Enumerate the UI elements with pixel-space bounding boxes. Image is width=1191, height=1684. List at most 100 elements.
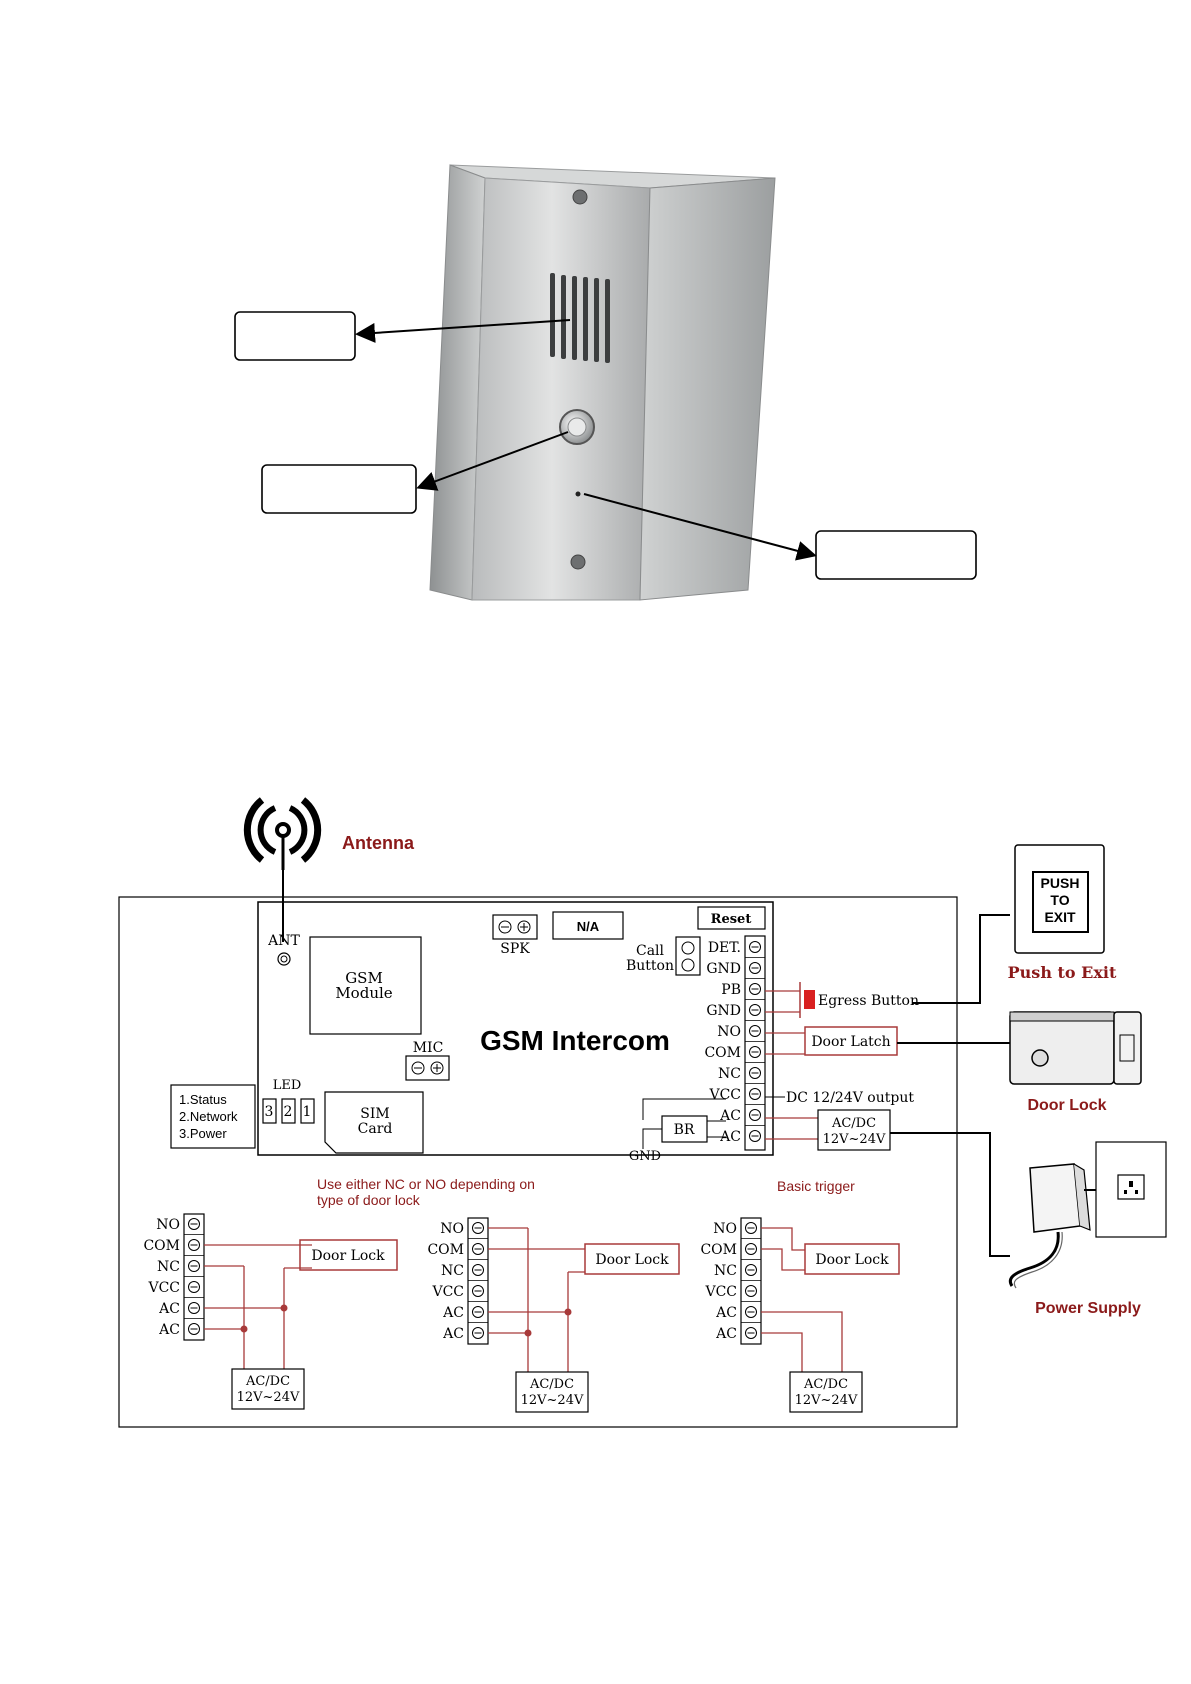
ant-label: ANT	[267, 933, 300, 949]
terminal-label: AC	[442, 1326, 464, 1342]
door-lock-caption: Door Lock	[1027, 1097, 1106, 1114]
led-1	[300, 1098, 315, 1124]
terminal-label: AC	[715, 1305, 737, 1321]
terminal-screw-icon	[472, 1243, 484, 1255]
svg-text:3.Power: 3.Power	[179, 1126, 227, 1141]
svg-text:12V~24V: 12V~24V	[795, 1393, 858, 1408]
bottom-screw	[570, 554, 586, 570]
terminal-screw-icon	[749, 1130, 761, 1142]
svg-text:Card: Card	[358, 1121, 393, 1137]
svg-text:TO: TO	[1050, 892, 1069, 908]
sim-card-slot	[324, 1091, 424, 1154]
board-title: GSM Intercom	[480, 1025, 670, 1056]
dc-output-label: DC 12/24V output	[786, 1090, 914, 1106]
terminal-screw-icon	[745, 1285, 757, 1297]
ant-connector-icon	[277, 952, 291, 966]
wiring-note-right: Basic trigger	[777, 1178, 855, 1194]
reset-button	[697, 906, 766, 930]
terminal-block	[467, 1217, 489, 1345]
terminal-label: VCC	[147, 1280, 180, 1296]
spk-plus-icon	[517, 920, 531, 934]
terminal-label: NO	[717, 1024, 741, 1040]
control-board: GSM Intercom ANT GSM Module SPK N/A Rese…	[257, 901, 774, 1164]
svg-text:PUSH: PUSH	[1041, 875, 1080, 891]
push-to-exit-caption: Push to Exit	[1008, 963, 1117, 982]
acdc-supply-box	[515, 1371, 589, 1413]
svg-text:Door Lock: Door Lock	[815, 1252, 889, 1268]
speaker-grille	[550, 273, 610, 363]
terminal-label: COM	[704, 1045, 741, 1061]
egress-button-icon	[804, 990, 815, 1009]
wiring-note-left-line1: Use either NC or NO depending on	[317, 1176, 535, 1192]
terminal-block	[744, 935, 766, 1151]
terminal-screw-icon	[745, 1243, 757, 1255]
terminal-label: COM	[427, 1242, 464, 1258]
call-button-connector	[675, 936, 701, 976]
svg-text:2: 2	[284, 1104, 293, 1120]
svg-text:SIM: SIM	[360, 1106, 389, 1122]
terminal-label: AC	[158, 1322, 180, 1338]
terminal-label: VCC	[704, 1284, 737, 1300]
terminal-label: NC	[441, 1263, 464, 1279]
door-lock-box	[299, 1239, 398, 1271]
terminal-label: NO	[440, 1221, 464, 1237]
led-legend: 1.Status 2.Network 3.Power	[170, 1084, 256, 1149]
wiring-note-left-line2: type of door lock	[317, 1192, 421, 1208]
na-connector	[552, 911, 624, 940]
terminal-label: COM	[700, 1242, 737, 1258]
svg-text:Door Lock: Door Lock	[311, 1248, 385, 1264]
svg-text:3: 3	[265, 1104, 274, 1120]
terminal-screw-icon	[188, 1281, 200, 1293]
door-latch-box	[804, 1026, 898, 1056]
mic-label: MIC	[413, 1040, 444, 1056]
push-to-exit-device: PUSH TO EXIT	[1014, 844, 1105, 954]
terminal-screw-icon	[749, 1046, 761, 1058]
terminal-label: DET.	[708, 940, 741, 956]
acdc-supply-box	[817, 1109, 891, 1151]
mic-connector	[405, 1055, 450, 1081]
svg-text:Call: Call	[636, 943, 665, 959]
terminal-screw-icon	[745, 1264, 757, 1276]
terminal-screw-icon	[472, 1327, 484, 1339]
svg-text:Door Lock: Door Lock	[595, 1252, 669, 1268]
terminal-screw-icon	[749, 1025, 761, 1037]
mic-hole	[575, 491, 581, 497]
terminal-screw-icon	[188, 1239, 200, 1251]
svg-text:1.Status: 1.Status	[179, 1092, 227, 1107]
device-photo	[234, 164, 977, 601]
top-screw	[572, 189, 588, 205]
svg-text:Module: Module	[335, 984, 392, 1002]
led-2	[281, 1098, 296, 1124]
terminal-label: NO	[156, 1217, 180, 1233]
terminal-block	[183, 1213, 205, 1341]
terminal-screw-icon	[749, 962, 761, 974]
svg-text:AC/DC: AC/DC	[529, 1377, 574, 1392]
terminal-screw-icon	[745, 1327, 757, 1339]
power-supply-caption: Power Supply	[1035, 1300, 1141, 1317]
terminal-screw-icon	[188, 1323, 200, 1335]
callout-box-mic	[815, 530, 977, 580]
terminal-label: NC	[157, 1259, 180, 1275]
power-supply-device	[1008, 1141, 1167, 1289]
svg-text:AC/DC: AC/DC	[245, 1374, 290, 1389]
antenna-icon	[243, 797, 322, 870]
svg-text:1: 1	[303, 1104, 312, 1120]
svg-text:2.Network: 2.Network	[179, 1109, 238, 1124]
svg-text:N/A: N/A	[577, 919, 600, 934]
diagram-frame	[118, 896, 958, 1428]
terminal-label: AC	[442, 1305, 464, 1321]
mic-plus-icon	[430, 1061, 444, 1075]
mic-minus-icon	[411, 1061, 425, 1075]
spk-minus-icon	[498, 920, 512, 934]
terminal-label: NO	[713, 1221, 737, 1237]
svg-text:EXIT: EXIT	[1044, 909, 1076, 925]
svg-text:12V~24V: 12V~24V	[237, 1390, 300, 1405]
spk-label: SPK	[500, 941, 530, 957]
terminal-screw-icon	[749, 1004, 761, 1016]
terminal-label: PB	[721, 982, 741, 998]
gsm-module	[309, 936, 422, 1035]
